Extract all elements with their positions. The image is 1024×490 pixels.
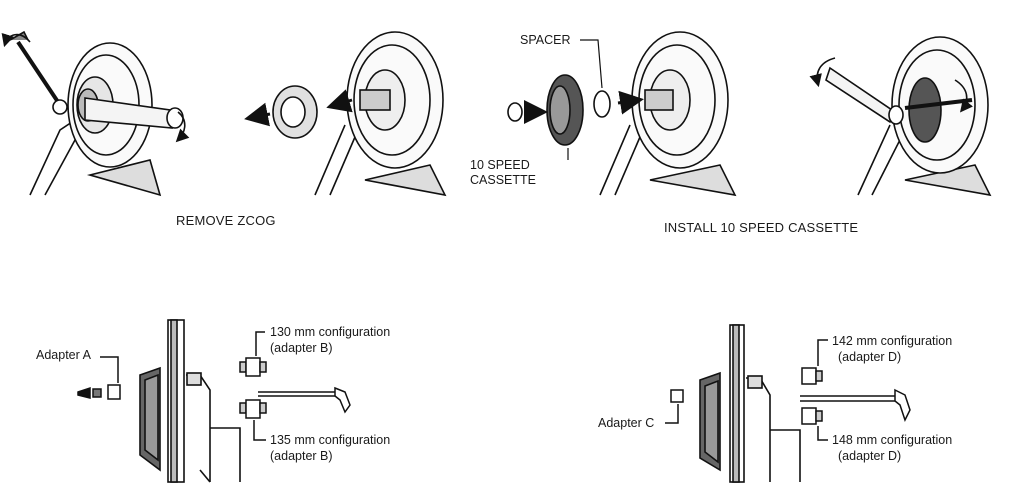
label-adapter-a: Adapter A	[36, 348, 91, 362]
caption-remove-zcog: REMOVE ZCOG	[176, 213, 276, 228]
label-cassette-line1: 10 SPEED	[470, 158, 530, 172]
label-142-config-line1: 142 mm configuration	[832, 334, 953, 348]
label-spacer: SPACER	[520, 33, 571, 47]
adapter-d-148-part	[801, 407, 828, 441]
label-135-config-line2: (adapter B)	[270, 449, 333, 463]
callout-leaders	[567, 39, 603, 160]
label-adapter-c: Adapter C	[598, 416, 655, 430]
adapter-b-130-part	[239, 331, 267, 377]
panel-remove-crank	[1, 30, 190, 197]
adapter-a-parts	[77, 356, 121, 400]
skewer-left	[258, 386, 351, 414]
label-142-config-line2: (adapter D)	[838, 350, 902, 364]
frame-left	[139, 319, 241, 483]
label-cassette-line2: CASSETTE	[470, 173, 536, 187]
label-135-config-line1: 135 mm configuration	[270, 433, 391, 447]
adapter-b-135-part	[239, 399, 267, 441]
panel-install-cassette	[507, 31, 737, 197]
label-148-config-line1: 148 mm configuration	[832, 433, 953, 447]
caption-install-cassette: INSTALL 10 SPEED CASSETTE	[664, 220, 859, 235]
label-148-config-line2: (adapter D)	[838, 449, 902, 463]
frame-right	[699, 324, 801, 483]
label-130-config-line1: 130 mm configuration	[270, 325, 391, 339]
label-130-config-line2: (adapter B)	[270, 341, 333, 355]
panel-remove-zcog	[244, 31, 447, 197]
panel-install-crank	[809, 36, 992, 197]
adapter-c-part	[665, 389, 684, 424]
adapter-d-142-part	[801, 339, 828, 385]
skewer-right	[800, 388, 911, 422]
